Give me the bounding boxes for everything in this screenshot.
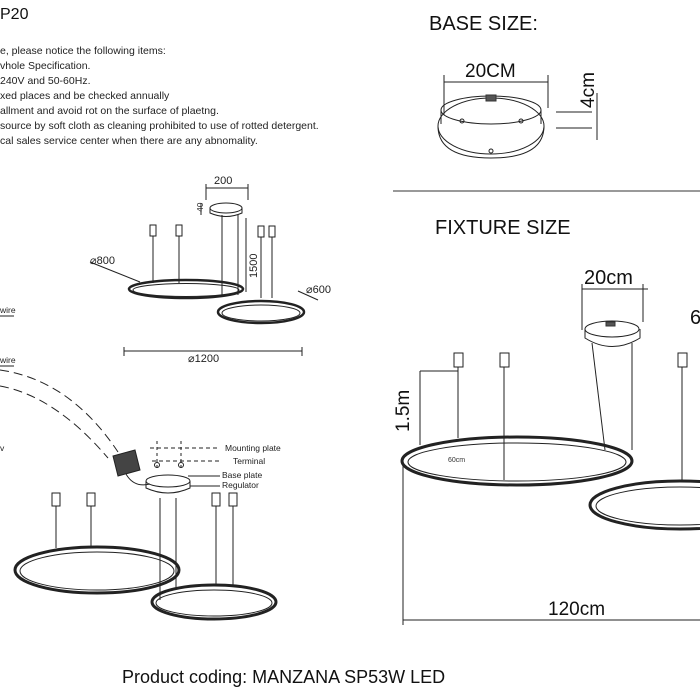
- base-height-label: 4cm: [578, 72, 599, 108]
- product-coding: Product coding: MANZANA SP53W LED: [122, 667, 446, 687]
- part-terminal: Terminal: [233, 456, 266, 466]
- overview-canopy-height: 40: [195, 202, 205, 212]
- wire-label: wire: [0, 355, 16, 365]
- overview-ring-large: ⌀800: [90, 255, 115, 267]
- fixture-ring-label: 60cm: [448, 457, 466, 464]
- base-drawing: [437, 75, 598, 159]
- overview-canopy-width: 200: [214, 175, 233, 187]
- overview-drop: 1500: [248, 253, 260, 278]
- part-regulator: Regulator: [222, 480, 259, 490]
- note-line: 240V and 50-60Hz.: [0, 75, 91, 87]
- base-size-title: BASE SIZE:: [429, 13, 538, 35]
- base-width-label: 20CM: [465, 61, 516, 82]
- fixture-ring-small: 6: [690, 307, 700, 329]
- overview-total-width: ⌀1200: [188, 353, 220, 365]
- fixture-size-title: FIXTURE SIZE: [435, 217, 571, 239]
- note-line: source by soft cloth as cleaning prohibi…: [0, 120, 319, 132]
- part-mounting-plate: Mounting plate: [225, 443, 281, 453]
- note-line: e, please notice the following items:: [0, 45, 166, 57]
- fixture-total-width: 120cm: [548, 599, 606, 620]
- fixture-drawing: [400, 284, 700, 625]
- note-line: vhole Specification.: [0, 60, 91, 72]
- part-base-plate: Base plate: [222, 470, 263, 480]
- wire-label: wire: [0, 305, 16, 315]
- note-line: cal sales service center when there are …: [0, 135, 258, 147]
- fixture-canopy-width: 20cm: [584, 267, 633, 289]
- model-code: P20: [0, 6, 29, 23]
- note-line: xed places and be checked annually: [0, 90, 170, 102]
- overview-drawing: [89, 184, 319, 356]
- wire-label: v: [0, 443, 5, 453]
- overview-ring-small: ⌀600: [306, 284, 331, 296]
- wiring-drawing: [0, 315, 278, 621]
- fixture-drop: 1.5m: [393, 389, 414, 432]
- note-line: allment and avoid rot on the surface of …: [0, 105, 219, 117]
